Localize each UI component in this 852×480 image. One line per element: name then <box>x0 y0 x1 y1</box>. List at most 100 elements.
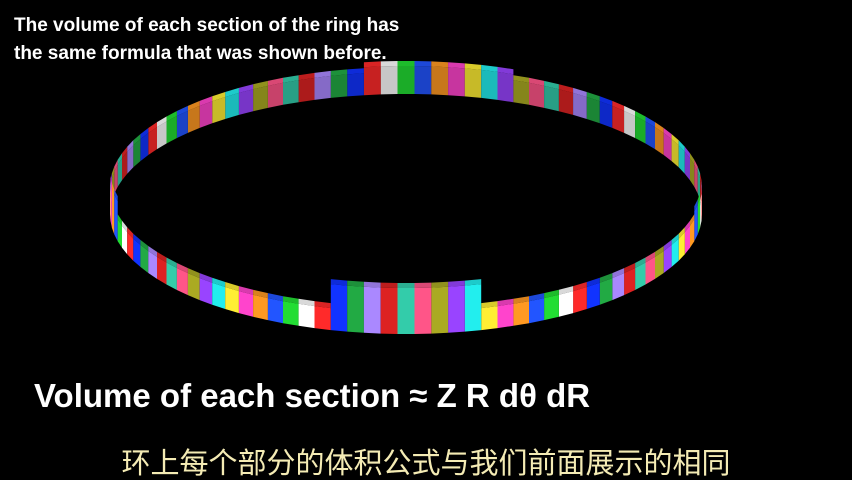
ring-segment-top <box>671 233 679 245</box>
ring-segment <box>110 192 111 221</box>
ring-segment-top <box>166 257 177 268</box>
ring-segment <box>612 273 625 301</box>
ring-segment <box>414 287 432 334</box>
ring-segment <box>645 256 655 285</box>
ring-segment-top <box>635 257 646 268</box>
ring-segment <box>599 101 613 128</box>
ring-segment-top <box>448 62 465 69</box>
ring-segment <box>133 238 141 267</box>
ring-segment <box>110 180 112 228</box>
ring-segment-top <box>380 61 398 67</box>
ring-segment-top <box>122 146 128 159</box>
ring-segment <box>330 74 348 98</box>
ring-segment-top <box>690 153 695 165</box>
ring-segment-top <box>157 116 167 128</box>
ring-segment-top <box>690 214 695 226</box>
ring-segment <box>431 286 449 334</box>
ring-segment-top <box>212 277 226 287</box>
ring-segment <box>111 187 115 235</box>
ring-segment-top <box>347 280 364 287</box>
ring-segment <box>697 171 701 201</box>
ring-segment-top <box>212 92 226 102</box>
ring-segment <box>380 287 398 334</box>
ring-segment-top <box>267 77 283 86</box>
ring-segment <box>267 298 283 324</box>
ring-segment-top <box>701 187 702 199</box>
ring-segment-top <box>464 279 482 286</box>
ring-segment <box>684 225 690 255</box>
ring-segment-top <box>166 111 177 122</box>
ring-segment-top <box>635 111 646 122</box>
ring-segment <box>635 262 646 290</box>
ring-segment <box>199 101 213 128</box>
ring-segment-top <box>199 96 213 106</box>
ring-segment-top <box>612 268 625 279</box>
ring-segment-top <box>431 61 449 68</box>
ring-segment <box>448 285 465 333</box>
ring-segment <box>122 225 128 255</box>
ring-segment-top <box>187 268 200 279</box>
ring-segment <box>544 85 559 112</box>
ring-segment-top <box>225 282 239 292</box>
ring-segment <box>238 291 254 317</box>
ring-segment <box>655 251 664 279</box>
ring-segment-top <box>529 77 545 86</box>
ring-back-half <box>110 61 702 214</box>
ring-segment <box>187 273 200 301</box>
ring-segment-top <box>694 199 698 212</box>
ring-segment <box>157 256 167 285</box>
ring-segment-top <box>694 159 698 172</box>
ring-segment-top <box>225 87 239 97</box>
ring-segment-top <box>599 273 613 283</box>
ring-segment <box>225 287 239 314</box>
ring-segment-top <box>645 116 655 128</box>
ring-segment <box>481 306 498 331</box>
ring-segment <box>701 192 702 221</box>
ring-segment <box>431 66 449 96</box>
ring-segment-top <box>283 75 299 83</box>
ring-segment-top <box>176 105 188 116</box>
ring-segment <box>148 127 157 155</box>
ring-segment <box>283 301 299 326</box>
ring-segment-top <box>330 69 348 76</box>
ring-segment-top <box>363 281 381 288</box>
ring-segment <box>497 303 514 329</box>
chinese-subtitle: 环上每个部分的体积公式与我们前面展示的相同 <box>121 446 731 480</box>
ring-segment-top <box>431 281 449 288</box>
ring-segment <box>166 262 177 290</box>
ring-segment-top <box>117 153 122 165</box>
ring-segment-top <box>599 96 613 106</box>
ring-segment-top <box>700 193 702 206</box>
ring-segment-top <box>573 87 587 97</box>
ring-segment <box>529 82 545 108</box>
ring-segment-top <box>148 246 157 257</box>
ring-segment <box>513 80 529 105</box>
ring-segment <box>267 82 283 108</box>
ring-segment <box>253 294 268 321</box>
ring-segment-top <box>697 166 701 179</box>
ring-segment-top <box>558 84 574 93</box>
ring-segment-top <box>645 251 655 263</box>
ring-segment <box>481 69 498 100</box>
ring-segment-top <box>612 100 625 111</box>
ring-segment-top <box>481 64 498 72</box>
ring-segment-top <box>127 227 134 239</box>
ring-segment-top <box>678 140 685 152</box>
ring-segment <box>573 92 587 119</box>
explanation-caption: The volume of each section of the ring h… <box>14 12 574 68</box>
ring-segment <box>697 197 701 235</box>
ring-segment <box>166 116 177 144</box>
ring-segment-top <box>133 233 141 245</box>
ring-segment-top <box>397 283 415 288</box>
ring-segment-top <box>671 134 679 146</box>
ring-segment-top <box>140 239 149 251</box>
ring-segment <box>694 164 698 194</box>
ring-segment <box>573 287 587 314</box>
ring-segment-top <box>330 279 348 286</box>
ring-segment-top <box>114 189 118 202</box>
ring-segment <box>212 97 226 124</box>
ring-segment <box>700 198 702 228</box>
ring-segment-top <box>148 122 157 133</box>
ring-segment-top <box>684 146 690 159</box>
ring-segment <box>176 110 188 138</box>
